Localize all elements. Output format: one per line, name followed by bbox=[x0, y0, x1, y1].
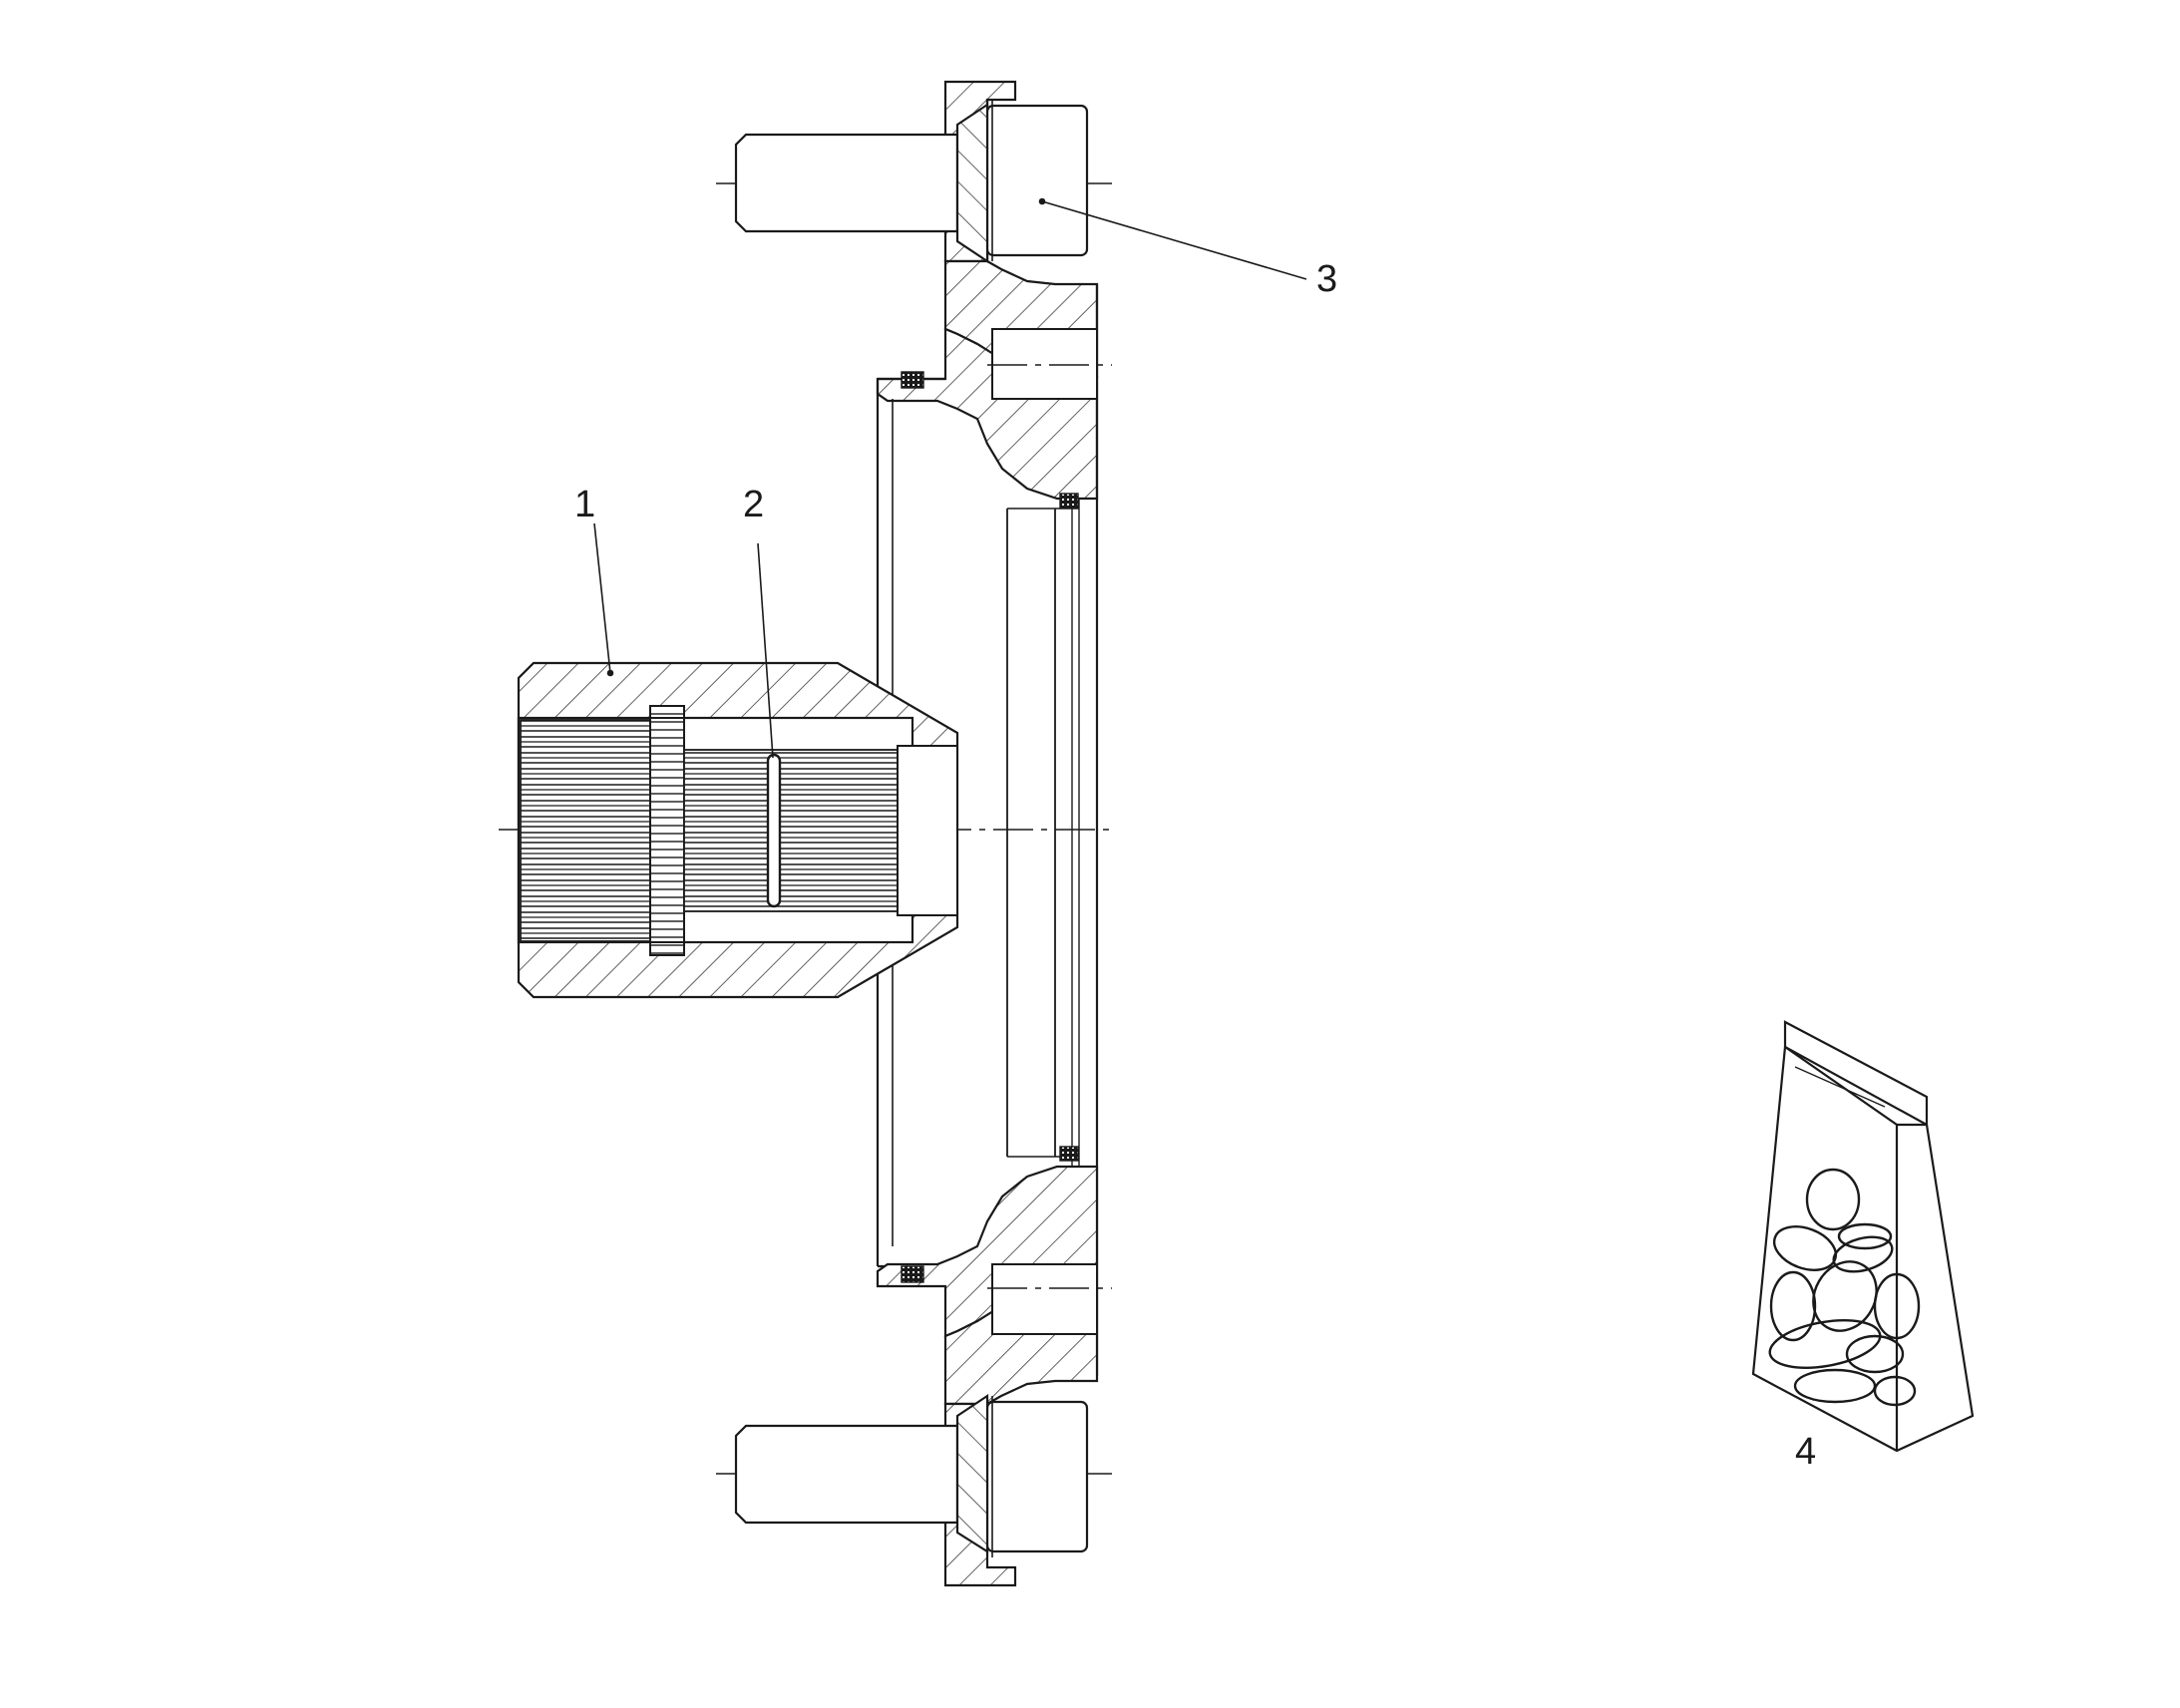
retaining-ring-icon bbox=[766, 753, 782, 908]
callout-4: 4 bbox=[1795, 1431, 1816, 1473]
splined-coupling-hub-icon bbox=[517, 661, 959, 999]
leader-lines bbox=[593, 197, 1307, 759]
callout-3: 3 bbox=[1316, 258, 1337, 300]
callout-2: 2 bbox=[743, 484, 764, 525]
callout-1: 1 bbox=[574, 484, 595, 525]
mounting-flange bbox=[876, 80, 1099, 1587]
o-ring-seal-kit-bag-icon bbox=[1751, 1020, 1975, 1453]
socket-head-cap-screw-icon bbox=[734, 100, 1089, 1557]
